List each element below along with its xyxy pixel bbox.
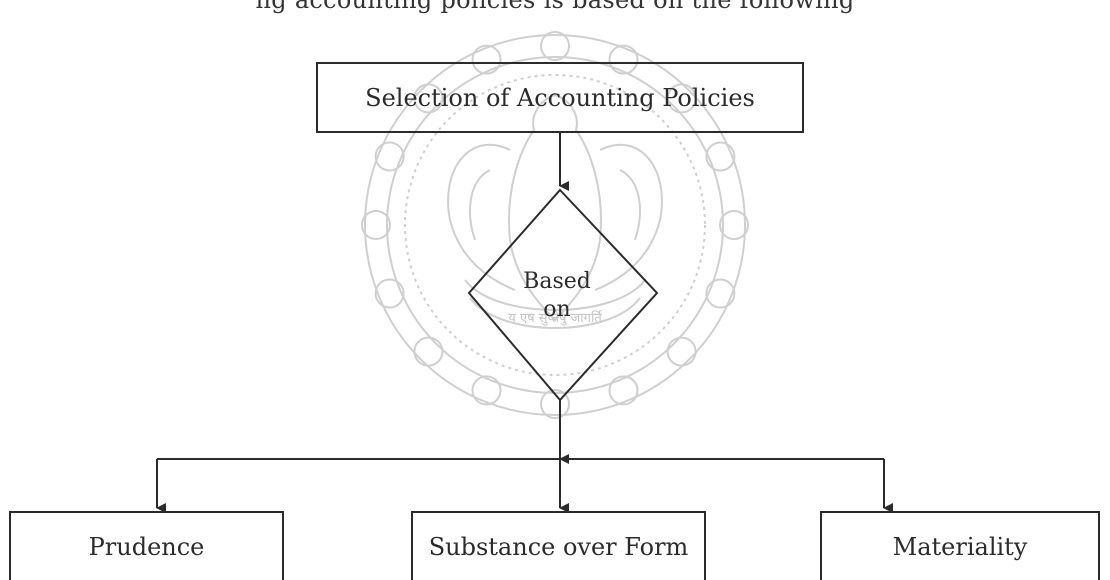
watermark-petal	[471, 375, 502, 406]
watermark-petal	[374, 278, 405, 309]
watermark-petal	[705, 278, 736, 309]
watermark-petal	[608, 44, 639, 75]
intro-sentence: ng accounting policies is based on the f…	[255, 0, 855, 14]
watermark-left-wing-inner	[469, 169, 491, 241]
watermark-petal	[540, 31, 570, 61]
child-node-substance-over-form: Substance over Form	[411, 511, 706, 580]
decision-label-line1: Based	[523, 269, 591, 294]
watermark-petal	[705, 141, 736, 172]
root-node: Selection of Accounting Policies	[316, 62, 804, 133]
child-node-label: Substance over Form	[428, 532, 689, 561]
watermark-petal	[608, 375, 639, 406]
child-node-materiality: Materiality	[820, 511, 1100, 580]
watermark-motto: य एष सुप्तेषु जागर्ति	[508, 310, 603, 326]
watermark-petal	[719, 210, 749, 240]
root-node-label: Selection of Accounting Policies	[365, 83, 755, 112]
child-node-label: Materiality	[892, 532, 1028, 561]
decision-label-line2: on	[543, 297, 571, 322]
watermark-ribbon	[464, 279, 646, 311]
watermark-petal	[666, 336, 697, 367]
decision-label: Based on	[505, 268, 609, 324]
watermark-petal	[666, 83, 697, 114]
watermark-petal	[413, 83, 444, 114]
child-node-label: Prudence	[88, 532, 205, 561]
watermark-inner-ring	[404, 74, 706, 376]
watermark-petal	[413, 336, 444, 367]
watermark-petal	[540, 389, 570, 419]
child-node-prudence: Prudence	[9, 511, 284, 580]
watermark-petal	[471, 44, 502, 75]
watermark-left-wing	[447, 143, 516, 291]
watermark-outer-ring	[364, 34, 746, 416]
watermark-bird	[508, 93, 602, 322]
watermark-right-wing-inner	[619, 169, 641, 241]
watermark-right-wing	[594, 143, 663, 291]
watermark-petals	[361, 31, 749, 419]
watermark-petal	[361, 210, 391, 240]
watermark-petal	[374, 141, 405, 172]
